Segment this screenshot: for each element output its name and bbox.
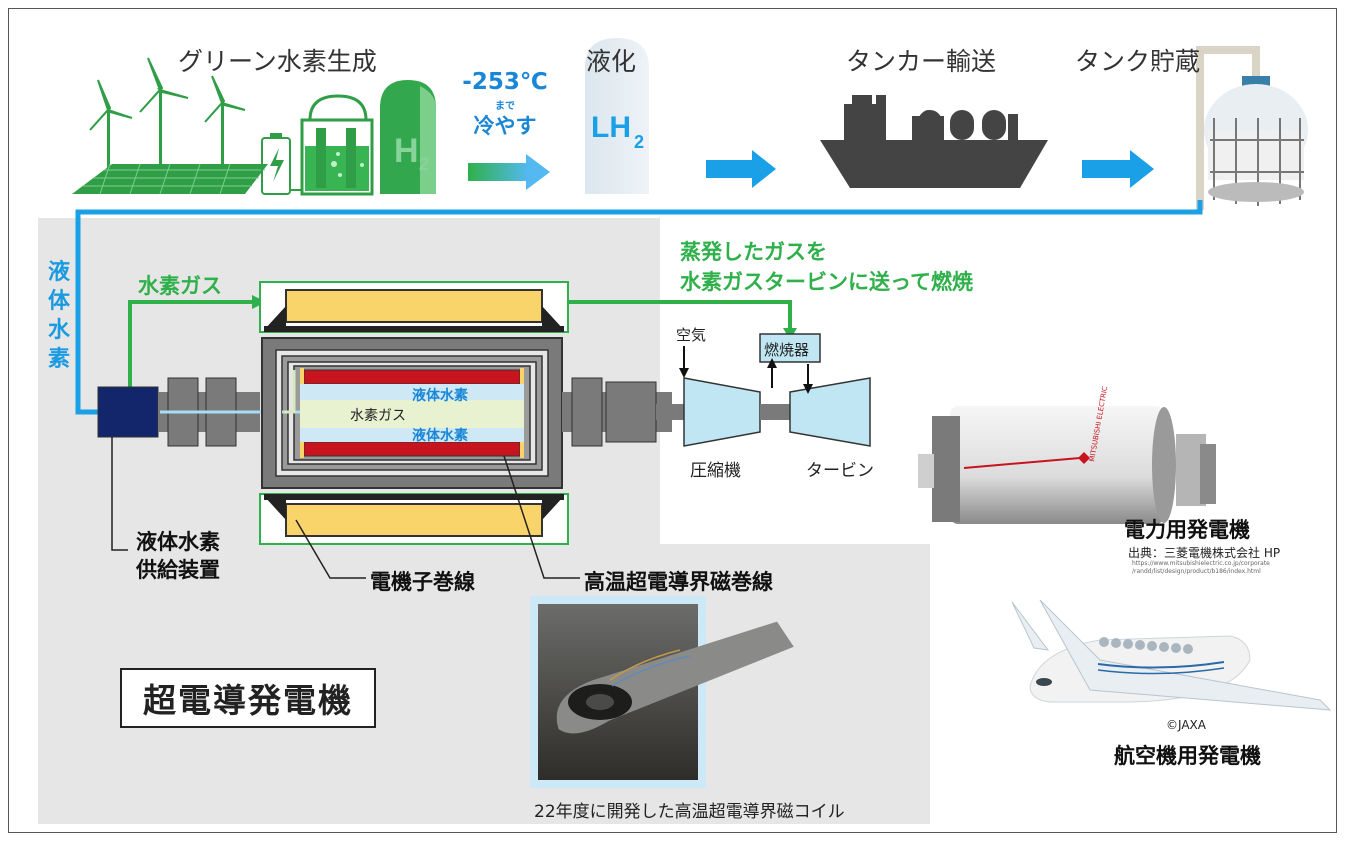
compressor-label: 圧縮機 xyxy=(690,461,741,481)
lh2-label: LH xyxy=(591,111,631,144)
compressor-shape xyxy=(683,377,761,447)
h2-tank-green-icon xyxy=(380,80,436,194)
power-generator-title: 電力用発電機 xyxy=(1124,518,1250,542)
battery-icon xyxy=(261,133,305,195)
cool-temperature: -253℃ xyxy=(462,69,548,95)
h2-tank-subscript: 2 xyxy=(419,154,429,174)
flow-arrow-icon-2 xyxy=(1082,150,1154,188)
supply-device-label-2: 供給装置 xyxy=(136,558,220,582)
source-url-2: /randd/list/design/product/b186/index.ht… xyxy=(1132,568,1261,575)
photo-caption: 22年度に開発した高温超電導界磁コイル xyxy=(534,802,845,822)
flow-arrow-icon-1 xyxy=(706,150,776,188)
step-tanker: タンカー輸送 xyxy=(846,47,997,76)
figure-frame xyxy=(8,8,1337,833)
h2-gas-label: 水素ガス xyxy=(138,274,222,298)
electrolyzer-icon xyxy=(300,94,374,196)
inner-liquid-h2-top: 液体水素 xyxy=(412,388,468,404)
armature-label: 電機子巻線 xyxy=(370,570,475,594)
vertical-char: 素 xyxy=(47,347,70,372)
field-coil-top xyxy=(303,369,521,385)
panel-cutout xyxy=(660,218,930,544)
turbine-shape xyxy=(789,377,871,447)
aircraft-icon xyxy=(1011,599,1332,711)
source-url-1: https://www.mitsubishielectric.co.jp/cor… xyxy=(1132,560,1270,567)
combustor-label: 燃焼器 xyxy=(764,341,810,359)
combustor-box xyxy=(759,333,821,363)
vertical-char: 液 xyxy=(47,260,70,285)
cool-action: 冷やす xyxy=(473,114,537,138)
aircraft-generator-title: 航空機用発電機 xyxy=(1114,744,1261,768)
cool-made: まで xyxy=(495,101,515,112)
power-generator-source: 出典：三菱電機株式会社 HP xyxy=(1128,546,1281,560)
supply-device-label-1: 液体水素 xyxy=(136,530,220,554)
tanker-ship-icon xyxy=(820,95,1048,188)
vertical-char: 水 xyxy=(47,318,70,343)
air-label: 空気 xyxy=(676,326,707,344)
evaporated-gas-line1: 蒸発したガスを xyxy=(680,240,827,264)
step-liquefy: 液化 xyxy=(586,47,637,76)
cooling-arrow-icon xyxy=(468,154,550,190)
evaporated-gas-line2: 水素ガスタービンに送って燃焼 xyxy=(680,270,973,294)
coil-image-icon xyxy=(556,621,794,734)
step-green-h2: グリーン水素生成 xyxy=(178,47,377,76)
main-title: 超電導発電機 xyxy=(120,668,376,728)
h2-tank-label: H xyxy=(394,132,419,170)
inner-liquid-h2-bottom: 液体水素 xyxy=(412,428,468,444)
vertical-char: 体 xyxy=(47,289,70,314)
liquid-h2-vertical-label: 液 体 水 素 xyxy=(44,258,74,374)
jaxa-credit: ©JAXA xyxy=(1166,718,1206,732)
power-generator-icon xyxy=(918,406,1216,524)
solar-panels-icon xyxy=(72,163,268,195)
liquid-h2-line xyxy=(75,200,1203,415)
turbine-label: タービン xyxy=(806,461,874,481)
lh2-subscript: 2 xyxy=(634,132,644,152)
h2-gas-line xyxy=(128,300,792,392)
storage-tank-icon xyxy=(1196,46,1308,210)
step-tank: タンク貯蔵 xyxy=(1075,47,1201,76)
wind-turbines-icon xyxy=(89,57,246,172)
inner-h2-gas: 水素ガス xyxy=(350,408,406,424)
lh2-tank-icon xyxy=(585,38,649,194)
supply-device xyxy=(97,386,159,438)
field-winding-label: 高温超電導界磁巻線 xyxy=(584,570,773,594)
